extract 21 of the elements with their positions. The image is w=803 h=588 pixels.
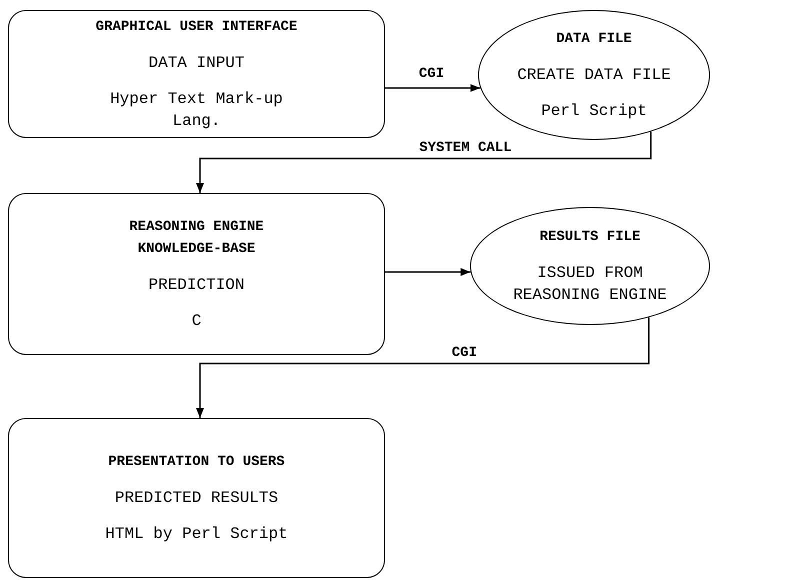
process-box [8,10,385,138]
process-box [8,193,385,355]
node-text: Perl Script [541,101,647,122]
node-text: C [192,311,202,332]
node-text: Hyper Text Mark-up Lang. [109,89,284,132]
arrow [196,132,652,193]
node-heading: REASONING ENGINE KNOWLEDGE-BASE [128,218,265,259]
arrow [385,84,480,92]
node-text: PREDICTED RESULTS [114,488,278,509]
node-heading: DATA FILE [555,30,633,49]
arrow [385,268,471,276]
node-text: DATA INPUT [148,53,244,74]
arrow [196,317,650,418]
node-heading: RESULTS FILE [538,228,642,247]
node-heading: PRESENTATION TO USERS [107,453,286,472]
node-text: CREATE DATA FILE [517,65,671,86]
node-text: ISSUED FROM REASONING ENGINE [512,263,668,306]
node-text: HTML by Perl Script [105,524,288,545]
process-box [8,418,385,578]
node-heading: GRAPHICAL USER INTERFACE [94,18,298,37]
node-text: PREDICTION [148,275,244,296]
